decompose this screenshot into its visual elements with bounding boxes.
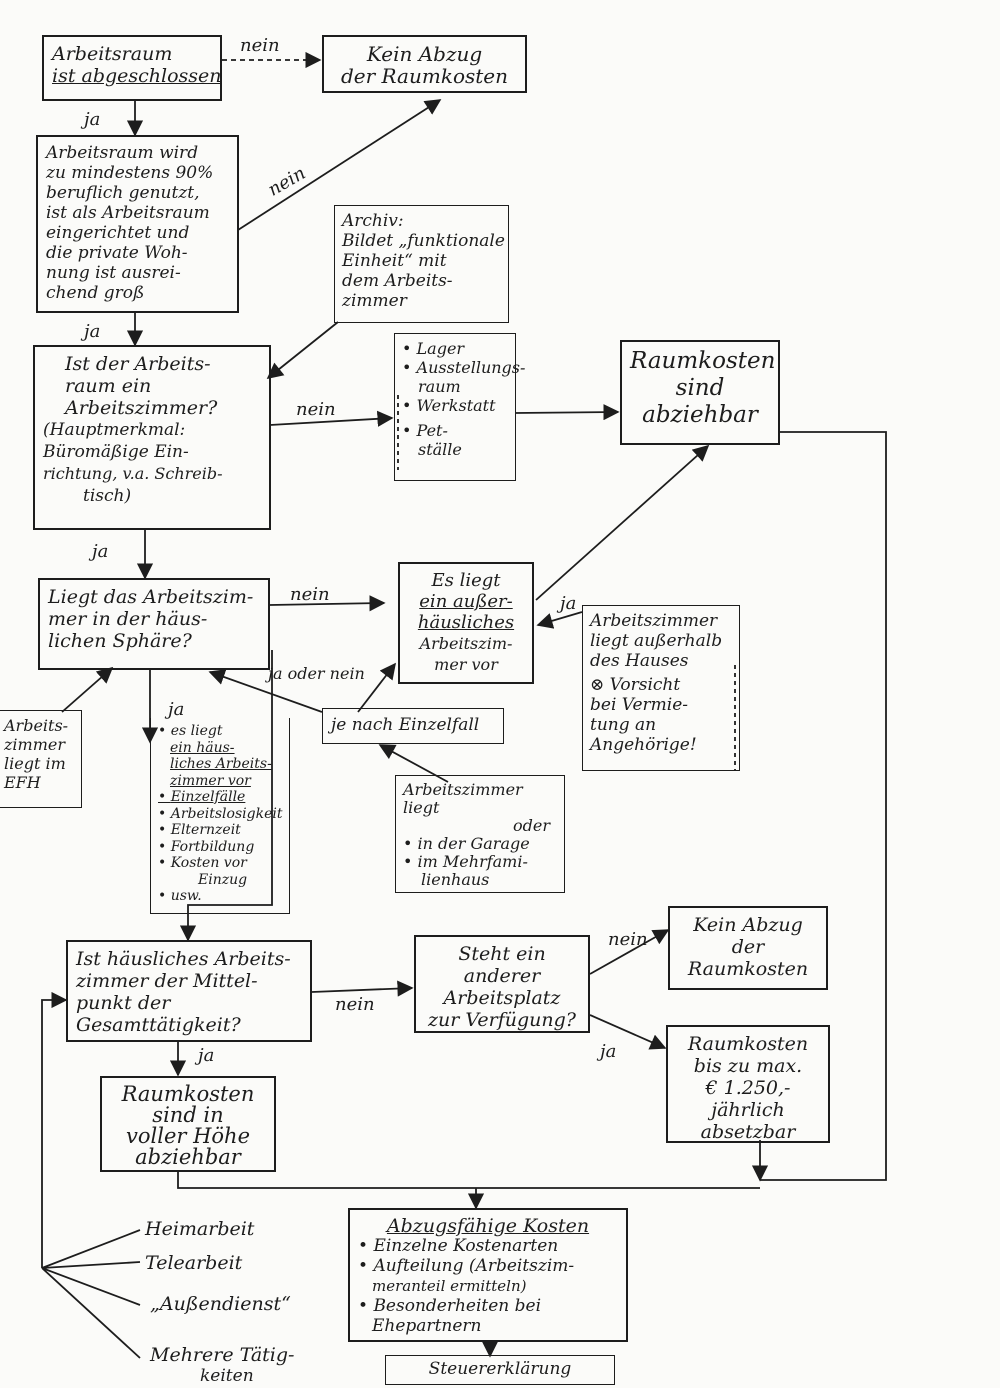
node-lager-liste: Lager Ausstellungs- raum Werkstatt Pet- … (394, 333, 525, 481)
node-je-nach-einzelfall: je nach Einzelfall (322, 708, 504, 744)
node-arbeitsraum-90: Arbeitsraum wird zu mindestens 90% beruf… (36, 135, 239, 313)
label-ja-oder-nein: ja oder nein (268, 664, 365, 683)
arrow-lager-abziehbar (514, 404, 620, 421)
node-ist-arbeitszimmer: Ist der Arbeits- raum ein Arbeitszimmer?… (33, 345, 271, 530)
taetigkeit-telearbeit: Telearbeit (145, 1252, 243, 1274)
arrow-arbeitszimmer-nein (269, 410, 394, 427)
taetigkeit-mehrere-2: keiten (200, 1366, 254, 1386)
arrow-anderer-nein (589, 929, 670, 975)
node-max-1250: Raumkosten bis zu max. € 1.250,- jährlic… (666, 1025, 830, 1143)
taetigkeit-mehrere: Mehrere Tätig- (150, 1344, 295, 1366)
node-kein-abzug-2: Kein Abzug der Raumkosten (668, 906, 828, 990)
arrow-90-nein (237, 99, 442, 231)
node-steuererklaerung: Steuererklärung (385, 1355, 615, 1385)
label-ja-1: ja (84, 109, 101, 130)
label-ja-3: ja (92, 541, 109, 562)
node-anderer-arbeitsplatz: Steht ein anderer Arbeitsplatz zur Verfü… (414, 935, 590, 1033)
arrow-jenach-ausserhaeuslich (357, 662, 396, 713)
label-ja-7: ja (198, 1045, 215, 1066)
label-ja-2: ja (84, 321, 101, 342)
arrow-mittelpunkt-nein (311, 980, 414, 997)
label-ja-4: ja (560, 593, 577, 614)
arrow-sphaere-nein (269, 595, 386, 612)
arrow-efh-sphaere (61, 666, 114, 713)
node-haeusliches-liste: es liegt ein häus- liches Arbeits- zimme… (150, 718, 290, 914)
line-linker-rueckweg (41, 991, 68, 1268)
label-nein-3: nein (296, 399, 336, 420)
label-nein-6: nein (608, 929, 648, 950)
node-archiv: Archiv: Bildet „funktionale Einheit“ mit… (334, 205, 509, 323)
vorsicht-icon: ⊗ Vorsicht (590, 675, 681, 695)
node-volle-hoehe: Raumkosten sind in voller Höhe abziehbar (100, 1076, 276, 1172)
line-sammel-unten (177, 1172, 760, 1189)
arrow-zurueck-nein (179, 650, 273, 942)
node-efh: Arbeits- zimmer liegt im EFH (0, 710, 82, 808)
taetigkeit-aussendienst: „Außendienst“ (150, 1293, 291, 1315)
node-raumkosten-abziehbar: Raumkosten sind abziehbar (620, 340, 780, 445)
line-taetigkeiten-verzweigung (41, 1229, 141, 1359)
node-arbeitsraum-abgeschlossen: Arbeitsraum ist abgeschlossen (42, 35, 222, 101)
arrow-anderer-ja (589, 1014, 667, 1050)
node-garage-mfh: Arbeitszimmer liegt oder in der Garage i… (395, 775, 565, 893)
node-mittelpunkt: Ist häusliches Arbeits- zimmer der Mitte… (66, 940, 312, 1042)
node-kein-abzug-1: Kein Abzug der Raumkosten (322, 35, 527, 93)
label-nein-4: nein (290, 584, 330, 605)
node-haeusliche-sphaere: Liegt das Arbeitszim- mer in der häus- l… (38, 578, 270, 670)
label-ja-6: ja (600, 1041, 617, 1062)
arrow-ausserhaeuslich-abziehbar (535, 444, 710, 601)
arrow-archiv (266, 321, 339, 380)
arrow-jenach-sphaere (208, 669, 323, 713)
label-nein-5: nein (335, 994, 375, 1015)
node-ausserhaeuslich: Es liegt ein außer- häusliches Arbeitszi… (398, 562, 534, 684)
taetigkeit-heimarbeit: Heimarbeit (145, 1218, 255, 1240)
node-abzugsfaehige-kosten: Abzugsfähige Kosten Einzelne Kostenarten… (348, 1208, 628, 1342)
arrow-ausserhalb-ja (536, 611, 583, 629)
label-nein-1: nein (240, 35, 280, 56)
label-ja-5: ja (168, 699, 185, 720)
node-ausserhalb-hauses: Arbeitszimmer liegt außerhalb des Hauses… (582, 605, 740, 771)
line-rechts-sammel (760, 431, 887, 1181)
